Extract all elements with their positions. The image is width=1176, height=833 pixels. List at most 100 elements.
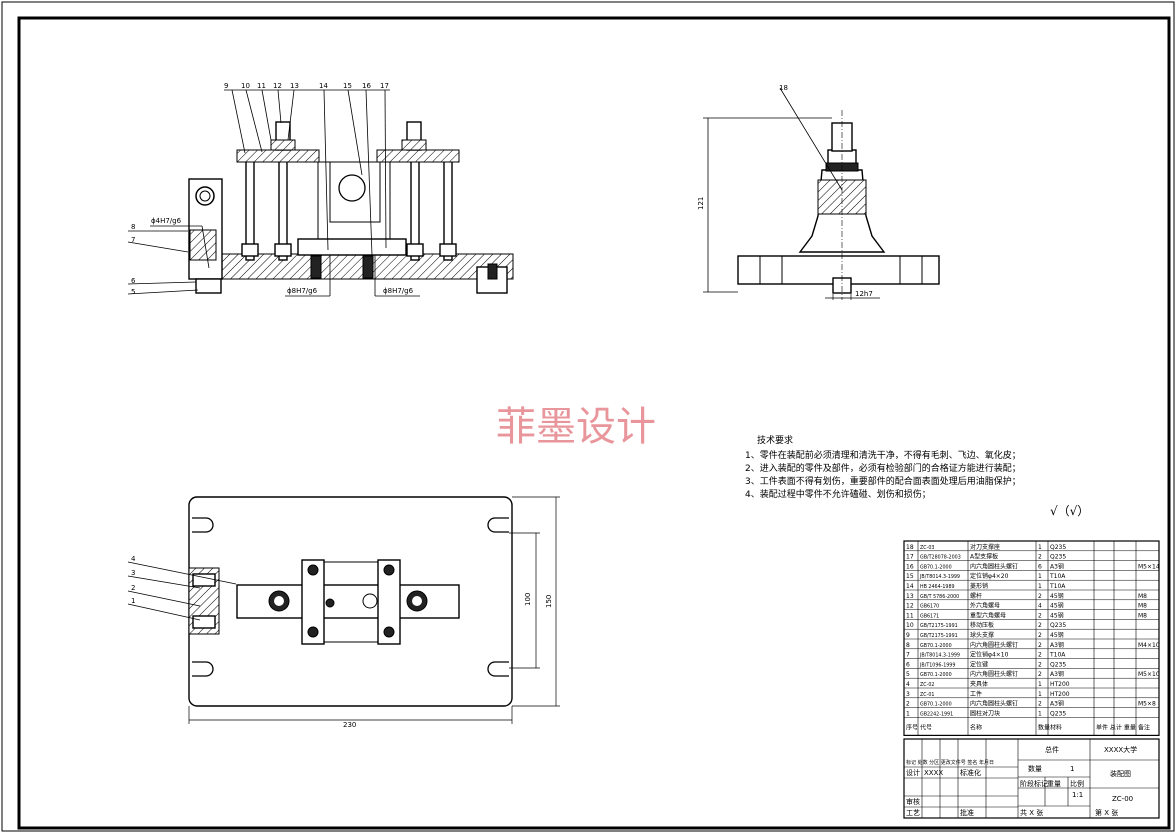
bom-cell: 1 <box>1038 710 1042 717</box>
callout-4: 4 <box>131 555 136 563</box>
callout-2: 2 <box>131 584 135 592</box>
bom-cell: T10A <box>1049 652 1066 659</box>
callout-8: 8 <box>131 223 135 231</box>
bom-cell: 2 <box>1038 622 1042 629</box>
bom-cell: GB70.1-2000 <box>920 672 952 678</box>
bom-cell: 17 <box>906 554 914 561</box>
bom-cell: JB/T1096-1999 <box>919 662 955 668</box>
bom-cell: 5 <box>906 671 910 678</box>
bom-cell: 1 <box>906 710 910 717</box>
bom-cell: Q235 <box>1050 710 1066 717</box>
dim-121: 121 <box>697 197 705 210</box>
dim-150: 150 <box>545 595 553 608</box>
bom-cell: 1 <box>1038 691 1042 698</box>
bom-cell: 1 <box>1038 544 1042 551</box>
tb-craft-label: 工艺 <box>906 809 920 817</box>
tech-requirements: 技术要求 1、零件在装配前必须清理和清洗干净，不得有毛刺、飞边、氧化皮； 2、进… <box>745 434 1021 500</box>
dim-230: 230 <box>343 721 356 729</box>
bom-cell: 8 <box>906 642 910 649</box>
bom-cell: 45钢 <box>1050 631 1064 639</box>
bom-cell: 内六角圆柱头螺钉 <box>970 641 1018 649</box>
bom-cell: 定位键 <box>970 660 988 668</box>
top-view: 4 3 2 1 230 150 100 <box>127 496 560 729</box>
bom-cell: A3钢 <box>1050 562 1064 570</box>
callout-9: 9 <box>224 82 228 90</box>
bom-cell: 移动压板 <box>970 621 994 629</box>
callout-10: 10 <box>241 82 250 90</box>
callout-1: 1 <box>131 597 135 605</box>
callout-12: 12 <box>273 82 282 90</box>
tb-std-label: 标准化 <box>960 768 981 777</box>
inner-frame <box>17 16 1171 830</box>
tb-weight-label: 重量 <box>1047 780 1061 788</box>
bom-cell: 1 <box>1038 583 1042 590</box>
bom-cell: 2 <box>1038 642 1042 649</box>
bom-cell: 球头支撑 <box>970 631 994 639</box>
bom-cell: 圆柱对刀块 <box>970 709 1000 717</box>
bom-cell: 10 <box>906 622 914 629</box>
bom-cell: 内六角圆柱头螺钉 <box>970 562 1018 570</box>
tb-review-label: 审核 <box>906 797 920 806</box>
bom-cell: 9 <box>906 632 910 639</box>
bom-cell: 对刀支撑座 <box>970 543 1000 551</box>
bom-cell: 45钢 <box>1050 592 1064 600</box>
bom-cell: 4 <box>1038 603 1042 610</box>
fit-label-4h7: ϕ4H7/g6 <box>151 217 182 225</box>
bom-cell: JB/T8014.3-1999 <box>919 653 960 659</box>
bom-cell: M4×10 <box>1138 642 1160 649</box>
bom-header-cell: 数量 <box>1038 723 1050 731</box>
bom-cell: 14 <box>906 583 914 590</box>
bom-cell: M8 <box>1138 612 1147 619</box>
bom-cell: 7 <box>906 652 910 659</box>
bom-cell: GB6171 <box>920 613 939 619</box>
bom-cell: GB70.1-2000 <box>920 564 952 570</box>
bom-cell: GB2242-1991 <box>920 711 953 717</box>
tb-school: XXXX大学 <box>1104 745 1137 754</box>
bom-header-cell: 序号 <box>906 723 918 731</box>
bom-cell: GB70.1-2000 <box>920 643 952 649</box>
bom-cell: JB/T8014.3-1999 <box>919 574 960 580</box>
bom-cell: 3 <box>906 691 910 698</box>
tb-design-value: XXXX <box>924 769 943 777</box>
tb-approve-label: 批准 <box>960 808 974 817</box>
bom-cell: 定位销φ4×20 <box>970 572 1009 580</box>
bom-cell: 工件 <box>970 690 982 698</box>
bom-cell: Q235 <box>1050 544 1066 551</box>
bom-cell: 6 <box>906 661 910 668</box>
watermark: 菲墨设计 <box>496 404 656 450</box>
bom-cell: HT200 <box>1050 691 1070 698</box>
bom-cell: 1 <box>1038 681 1042 688</box>
callout-16: 16 <box>362 82 371 90</box>
bom-cell: 45钢 <box>1050 602 1064 610</box>
bom-cell: 12 <box>906 603 914 610</box>
bom-cell: GB/T2175-1991 <box>920 623 958 629</box>
bom-cell: A3钢 <box>1050 641 1064 649</box>
tb-drawing-name: 总件 <box>1045 745 1059 754</box>
tb-sheet-no: 第 X 张 <box>1095 808 1118 817</box>
bom-cell: GB/T2175-1991 <box>920 633 958 639</box>
bom-cell: 夹具体 <box>970 680 988 688</box>
tb-design-label: 设计 <box>906 768 920 777</box>
bom-cell: HT200 <box>1050 681 1070 688</box>
bom-header-cell: 名称 <box>970 723 982 731</box>
bom-cell: T10A <box>1049 573 1066 580</box>
tech-req-item: 4、装配过程中零件不允许磕碰、划伤和损伤； <box>745 488 931 500</box>
bom-cell: 内六角圆柱头螺钉 <box>970 670 1018 678</box>
bom-cell: 菱形销 <box>970 582 988 590</box>
tb-stage-label: 阶段标记 <box>1020 779 1048 788</box>
tb-qty-value: 1 <box>1070 765 1074 773</box>
bom-cell: 45钢 <box>1050 611 1064 619</box>
bom-cell: 2 <box>906 701 910 708</box>
tech-req-item: 2、进入装配的零件及部件，必须有检验部门的合格证方能进行装配； <box>745 462 1021 474</box>
bom-cell: M5×14 <box>1138 563 1160 570</box>
fit-label-12h7: 12h7 <box>855 290 873 298</box>
bom-cell: 2 <box>1038 652 1042 659</box>
bom-cell: 18 <box>906 544 914 551</box>
callout-5: 5 <box>131 288 135 296</box>
callout-15: 15 <box>343 82 352 90</box>
bom-cell: Q235 <box>1050 661 1066 668</box>
fit-label-8h7-left: ϕ8H7/g6 <box>287 287 318 295</box>
fit-label-8h7-right: ϕ8H7/g6 <box>383 287 414 295</box>
